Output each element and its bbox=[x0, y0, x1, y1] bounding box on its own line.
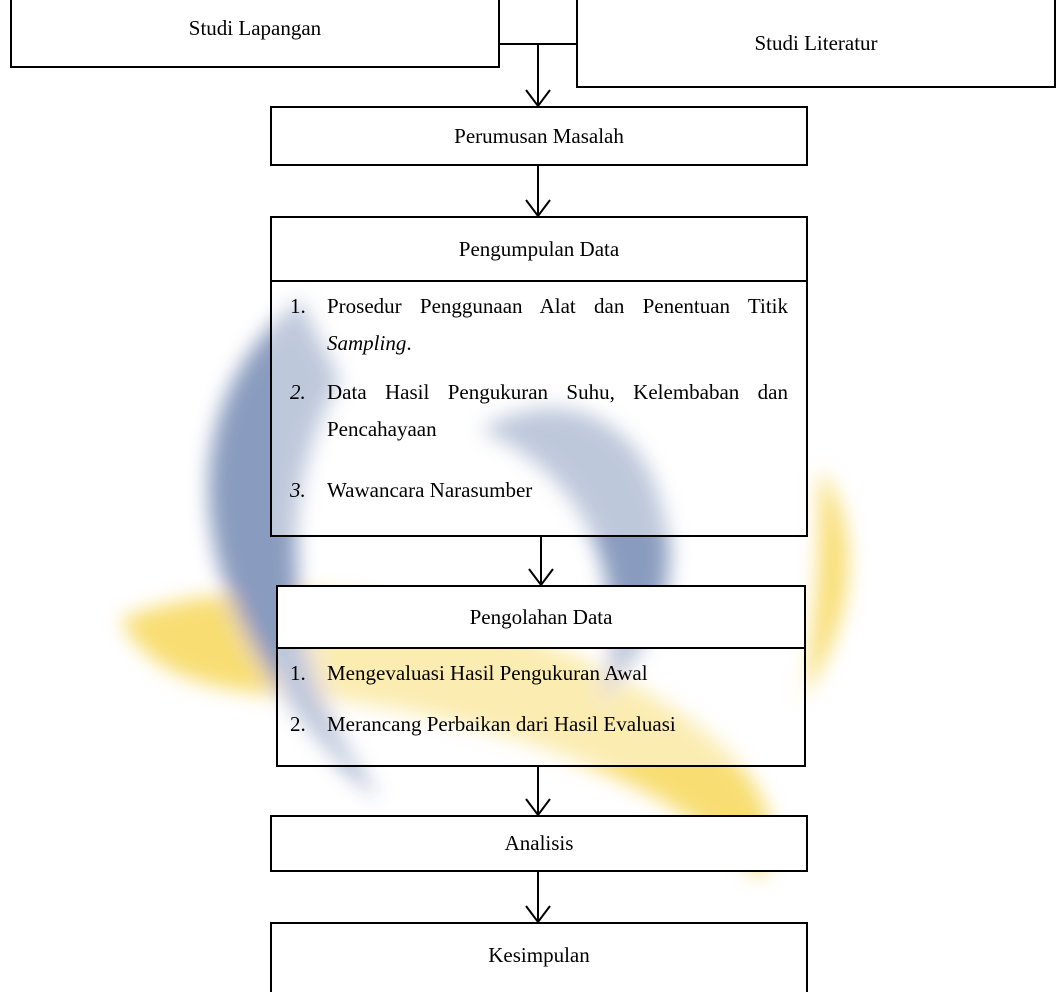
analisis-label: Analisis bbox=[504, 831, 574, 855]
pengolahan-data-box: Pengolahan Data bbox=[276, 585, 806, 649]
arrowhead-4 bbox=[525, 798, 551, 817]
kesimpulan-label: Kesimpulan bbox=[488, 942, 590, 967]
list-item-number: 1. bbox=[290, 294, 306, 318]
list-item-text: Mengevaluasi Hasil Pengukuran Awal bbox=[327, 661, 648, 685]
list-item-text: Merancang Perbaikan dari Hasil Evaluasi bbox=[327, 712, 676, 736]
arrowhead-5 bbox=[525, 905, 551, 924]
perumusan-masalah-box: Perumusan Masalah bbox=[270, 106, 808, 166]
list-item-text: Wawancara Narasumber bbox=[327, 478, 533, 502]
pengolahan-data-label: Pengolahan Data bbox=[469, 604, 613, 629]
perumusan-masalah-label: Perumusan Masalah bbox=[454, 123, 624, 148]
pengolahan-data-list: 1. Mengevaluasi Hasil Pengukuran Awal 2.… bbox=[276, 649, 806, 767]
studi-literatur-label: Studi Literatur bbox=[754, 30, 878, 55]
pengumpulan-data-list: 1. Prosedur Penggunaan Alat dan Penentua… bbox=[270, 282, 808, 537]
arrowhead-1 bbox=[525, 89, 551, 108]
list-item-number: 3. bbox=[290, 478, 306, 502]
list-item-text: Prosedur Penggunaan Alat dan Penentuan T… bbox=[327, 294, 788, 355]
studi-lapangan-label: Studi Lapangan bbox=[188, 15, 322, 40]
list-item-number: 1. bbox=[290, 661, 306, 685]
kesimpulan-box: Kesimpulan bbox=[270, 922, 808, 992]
list-item-number: 2. bbox=[290, 712, 306, 736]
arrowhead-3 bbox=[528, 568, 554, 587]
studi-literatur-box: Studi Literatur bbox=[576, 0, 1056, 88]
pengumpulan-data-label: Pengumpulan Data bbox=[458, 236, 620, 261]
arrowhead-2 bbox=[525, 199, 551, 218]
list-item-text: Data Hasil Pengukuran Suhu, Kelembaban d… bbox=[327, 380, 788, 441]
pengumpulan-data-box: Pengumpulan Data bbox=[270, 216, 808, 282]
list-item-number: 2. bbox=[290, 380, 306, 404]
studi-lapangan-box: Studi Lapangan bbox=[10, 0, 500, 68]
analisis-box: Analisis bbox=[270, 815, 808, 872]
